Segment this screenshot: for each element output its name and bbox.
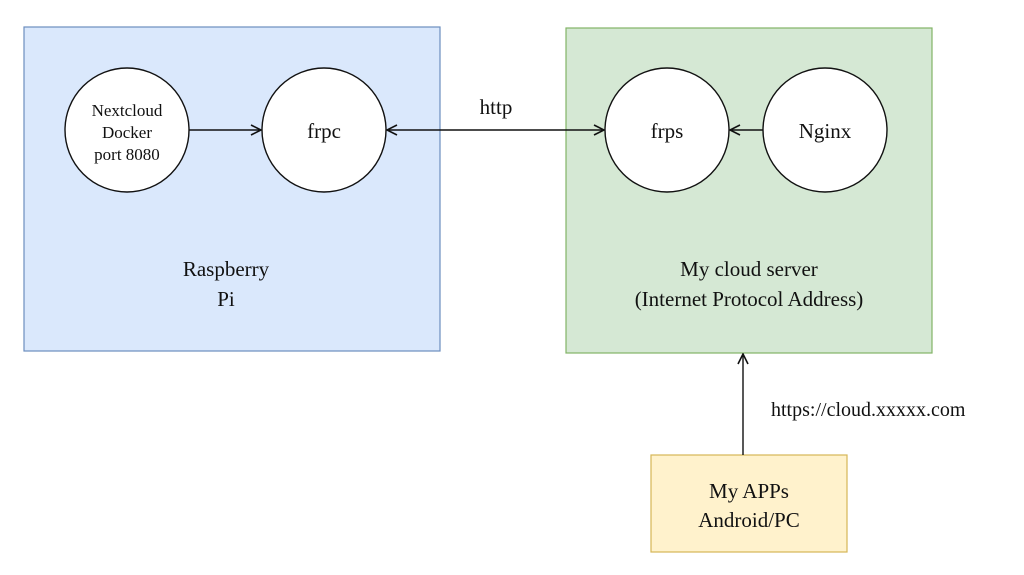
raspberry-pi-label-line1: Raspberry [183, 257, 270, 281]
nextcloud-label-line3: port 8080 [94, 145, 160, 164]
frpc-label: frpc [307, 119, 341, 143]
apps-label-line1: My APPs [709, 479, 789, 503]
apps-label-line2: Android/PC [698, 508, 800, 532]
frps-label: frps [651, 119, 684, 143]
nextcloud-label-line1: Nextcloud [92, 101, 163, 120]
tunnel-label: http [480, 95, 513, 119]
public-url-label: https://cloud.xxxxx.com [771, 399, 966, 421]
apps-box [650, 454, 848, 553]
nginx-label: Nginx [799, 119, 852, 143]
nextcloud-label-line2: Docker [102, 123, 152, 142]
cloud-server-label-line2: (Internet Protocol Address) [635, 287, 864, 311]
cloud-server-label-line1: My cloud server [680, 257, 818, 281]
raspberry-pi-label-line2: Pi [217, 287, 235, 311]
